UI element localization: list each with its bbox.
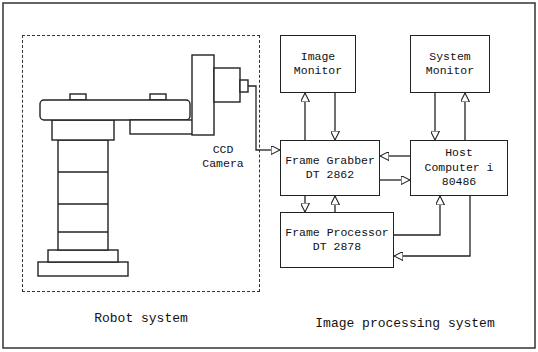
column-ring bbox=[58, 203, 108, 204]
process-box: Host Computer i 80486 bbox=[410, 140, 508, 196]
camera-lens bbox=[214, 68, 240, 102]
monitor-box: System Monitor bbox=[410, 35, 490, 93]
box-text: Frame Processor DT 2878 bbox=[285, 226, 389, 255]
column-ring bbox=[58, 231, 108, 232]
monitor-box: Image Monitor bbox=[280, 35, 356, 93]
connector-arrow bbox=[434, 93, 435, 140]
connector-arrow bbox=[260, 149, 280, 150]
box-text: Image Monitor bbox=[285, 50, 351, 79]
connector-arrow bbox=[304, 196, 305, 212]
box-text: System Monitor bbox=[415, 50, 485, 79]
robot-fore-arm bbox=[130, 120, 196, 134]
robot-column bbox=[58, 140, 108, 250]
outer-frame bbox=[3, 3, 535, 348]
connector-arrow bbox=[464, 93, 465, 140]
robot-base bbox=[38, 262, 128, 276]
camera-connector bbox=[240, 80, 248, 92]
part-label: CCD Camera bbox=[196, 143, 250, 172]
group-label: Image processing system bbox=[280, 316, 530, 332]
process-box: Frame Grabber DT 2862 bbox=[280, 140, 380, 196]
process-box: Frame Processor DT 2878 bbox=[280, 212, 394, 268]
box-text: Robot system bbox=[23, 311, 259, 327]
connector-arrow bbox=[380, 179, 410, 180]
robot-stand bbox=[48, 250, 118, 262]
robot-shoulder bbox=[52, 120, 114, 140]
connector-arrow bbox=[334, 93, 335, 140]
connector-arrow bbox=[394, 196, 440, 235]
connector-arrow bbox=[334, 196, 335, 212]
column-ring bbox=[58, 171, 108, 172]
connector-arrow bbox=[304, 93, 305, 140]
box-text: Host Computer i 80486 bbox=[415, 146, 503, 189]
arm-knob bbox=[70, 94, 86, 100]
arm-knob bbox=[150, 94, 166, 100]
connector-arrow bbox=[394, 196, 470, 256]
camera-cable bbox=[248, 86, 260, 150]
connector-arrow bbox=[380, 155, 410, 156]
box-text: Frame Grabber DT 2862 bbox=[285, 154, 375, 183]
camera-body bbox=[192, 55, 214, 135]
robot-upper-arm bbox=[40, 100, 190, 120]
